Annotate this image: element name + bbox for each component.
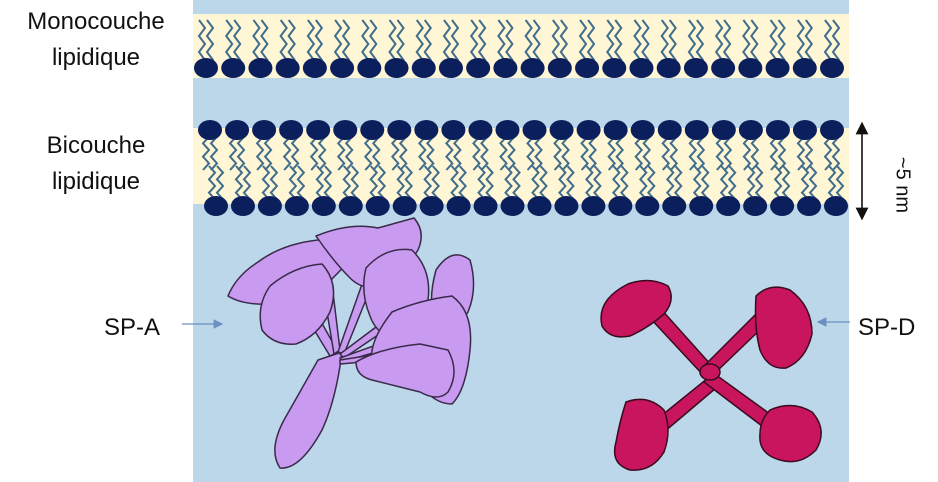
monolayer-lipid-head [657, 58, 681, 78]
monolayer-lipid-head [194, 58, 218, 78]
bilayer-top-lipid-head [495, 120, 519, 140]
monolayer-label: Monocouche lipidique [0, 4, 192, 76]
bilayer-top-lipid-head [306, 120, 330, 140]
bilayer-bottom-lipid-head [662, 196, 686, 216]
bilayer-bottom-lipid-head [474, 196, 498, 216]
bilayer-top-lipid-head [577, 120, 601, 140]
bilayer-bottom-lipid-head [608, 196, 632, 216]
bilayer-bottom-lipid-head [393, 196, 417, 216]
bilayer-top-lipid-head [793, 120, 817, 140]
monolayer-lipid-head [521, 58, 545, 78]
bilayer-top-lipid-head [712, 120, 736, 140]
monolayer-lipid-head [711, 58, 735, 78]
bilayer-bottom-lipid-head [258, 196, 282, 216]
bilayer-top-lipid-head [387, 120, 411, 140]
monolayer-lipid-head [793, 58, 817, 78]
bilayer-bottom-lipid-head [743, 196, 767, 216]
bilayer-bottom-lipid-head [312, 196, 336, 216]
bilayer-bottom-lipid-head [285, 196, 309, 216]
monolayer-lipid-head [738, 58, 762, 78]
bilayer-top-lipid-head [333, 120, 357, 140]
bilayer-top-lipid-head [739, 120, 763, 140]
bilayer-bottom-lipid-head [770, 196, 794, 216]
bilayer-bottom-lipid-head [366, 196, 390, 216]
bilayer-bottom-lipid-head [231, 196, 255, 216]
monolayer-lipid-head [766, 58, 790, 78]
bilayer-top-lipid-head [550, 120, 574, 140]
bilayer-bottom-lipid-head [689, 196, 713, 216]
monolayer-label-line1: Monocouche [0, 4, 192, 40]
sp-d-label: SP-D [858, 310, 915, 346]
bilayer-top-lipid-head [198, 120, 222, 140]
bilayer-label: Bicouche lipidique [0, 128, 192, 200]
monolayer-label-line2: lipidique [0, 40, 192, 76]
bilayer-top-lipid-head [820, 120, 844, 140]
bilayer-bottom-lipid-head [501, 196, 525, 216]
sp-a-label: SP-A [104, 310, 160, 346]
bilayer-bottom-lipid-head [339, 196, 363, 216]
bilayer-top-lipid-head [252, 120, 276, 140]
monolayer-lipid-head [330, 58, 354, 78]
monolayer-lipid-head [493, 58, 517, 78]
bilayer-bottom-lipid-head [204, 196, 228, 216]
thickness-label: ~5 nm [872, 155, 932, 215]
monolayer-lipid-head [629, 58, 653, 78]
monolayer-lipid-head [602, 58, 626, 78]
monolayer-lipid-head [303, 58, 327, 78]
monolayer-lipid-head [357, 58, 381, 78]
bilayer-bottom-lipid-head [527, 196, 551, 216]
monolayer-lipid-head [412, 58, 436, 78]
bilayer-bottom-lipid-head [797, 196, 821, 216]
bilayer-label-line1: Bicouche [0, 128, 192, 164]
monolayer-lipid-head [575, 58, 599, 78]
monolayer-lipid-head [466, 58, 490, 78]
bilayer-bottom-lipid-head [420, 196, 444, 216]
monolayer-lipid-head [548, 58, 572, 78]
bilayer-top-lipid-head [441, 120, 465, 140]
bilayer-top-lipid-head [414, 120, 438, 140]
bilayer-top-lipid-head [685, 120, 709, 140]
monolayer-lipid-head [820, 58, 844, 78]
monolayer-lipid-head [385, 58, 409, 78]
bilayer-bottom-lipid-head [447, 196, 471, 216]
bilayer-top-lipid-head [225, 120, 249, 140]
monolayer-lipid-head [221, 58, 245, 78]
bilayer-top-lipid-head [523, 120, 547, 140]
monolayer-lipid-head [276, 58, 300, 78]
bilayer-bottom-lipid-head [554, 196, 578, 216]
monolayer-lipid-head [684, 58, 708, 78]
bilayer-top-lipid-head [468, 120, 492, 140]
bilayer-top-lipid-head [658, 120, 682, 140]
thickness-label-text: ~5 nm [891, 157, 914, 213]
bilayer-top-lipid-head [360, 120, 384, 140]
bilayer-bottom-lipid-head [716, 196, 740, 216]
bilayer-top-lipid-head [631, 120, 655, 140]
monolayer-lipid-head [248, 58, 272, 78]
bilayer-bottom-lipid-head [635, 196, 659, 216]
monolayer-lipid-head [439, 58, 463, 78]
bilayer-top-lipid-head [279, 120, 303, 140]
bilayer-top-lipid-head [766, 120, 790, 140]
bilayer-bottom-lipid-head [581, 196, 605, 216]
bilayer-top-lipid-head [604, 120, 628, 140]
bilayer-label-line2: lipidique [0, 164, 192, 200]
bilayer-bottom-lipid-head [824, 196, 848, 216]
